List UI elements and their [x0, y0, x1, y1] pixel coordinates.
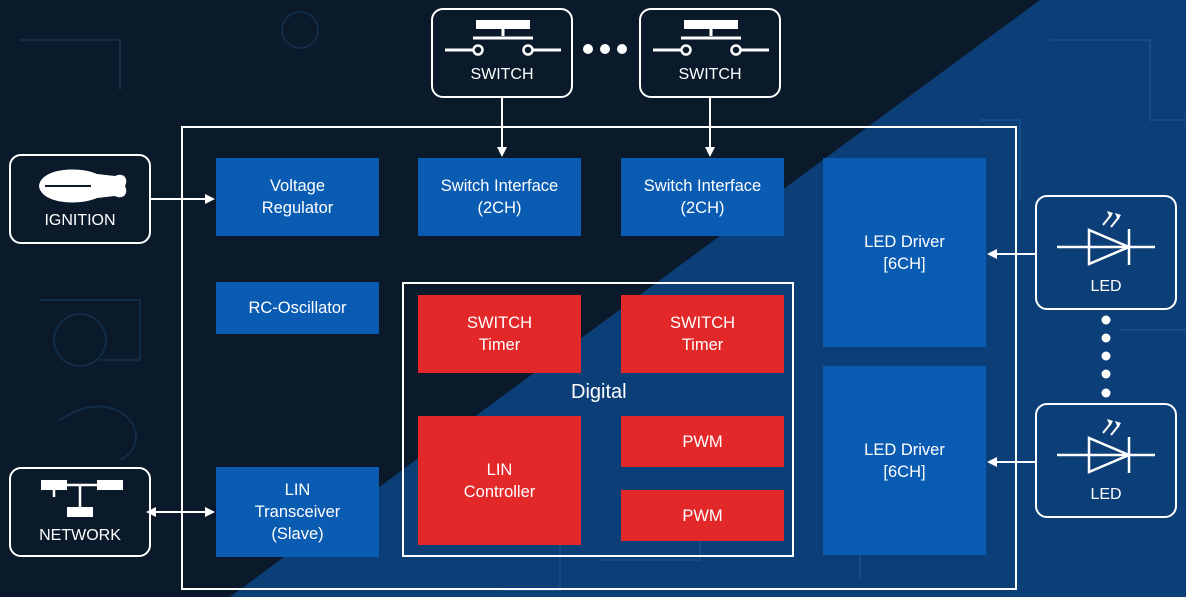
ignition-label: IGNITION: [44, 212, 116, 229]
push-switch-icon: [653, 20, 769, 56]
led-label-2: LED: [1090, 486, 1122, 503]
chip-boundary: [181, 126, 1017, 590]
dark-circuit-traces: [20, 11, 319, 461]
digital-block-frame: [402, 282, 794, 557]
switch-timer-block-1: SWITCH Timer: [418, 295, 581, 373]
led-ellipsis-dots: [1101, 315, 1111, 398]
led-driver-block-1: LED Driver [6CH]: [823, 158, 986, 347]
lin-controller-block: LIN Controller: [418, 416, 581, 545]
rc-oscillator-block: RC-Oscillator: [216, 282, 379, 334]
switch-label-2: SWITCH: [678, 66, 742, 83]
led-label-1: LED: [1090, 278, 1122, 295]
ignition-box: IGNITION: [9, 154, 151, 244]
led-diode-icon: [1057, 419, 1155, 474]
switch-label-1: SWITCH: [470, 66, 534, 83]
switch-box-1: SWITCH: [431, 8, 573, 98]
pwm-block-2: PWM: [621, 490, 784, 541]
switch-interface-block-2: Switch Interface (2CH): [621, 158, 784, 236]
network-label: NETWORK: [39, 527, 121, 544]
switch-interface-block-1: Switch Interface (2CH): [418, 158, 581, 236]
led-diode-icon: [1057, 211, 1155, 266]
switch-ellipsis-dots: [583, 44, 627, 54]
switch-timer-block-2: SWITCH Timer: [621, 295, 784, 373]
led-box-1: LED: [1035, 195, 1177, 310]
network-tree-icon: [41, 480, 123, 517]
led-box-2: LED: [1035, 403, 1177, 518]
led-driver-block-2: LED Driver [6CH]: [823, 366, 986, 555]
push-switch-icon: [445, 20, 561, 56]
voltage-regulator-block: Voltage Regulator: [216, 158, 379, 236]
lin-transceiver-block: LIN Transceiver (Slave): [216, 467, 379, 557]
switch-box-2: SWITCH: [639, 8, 781, 98]
ignition-key-icon: [39, 169, 127, 203]
digital-title: Digital: [571, 381, 627, 403]
pwm-block-1: PWM: [621, 416, 784, 467]
